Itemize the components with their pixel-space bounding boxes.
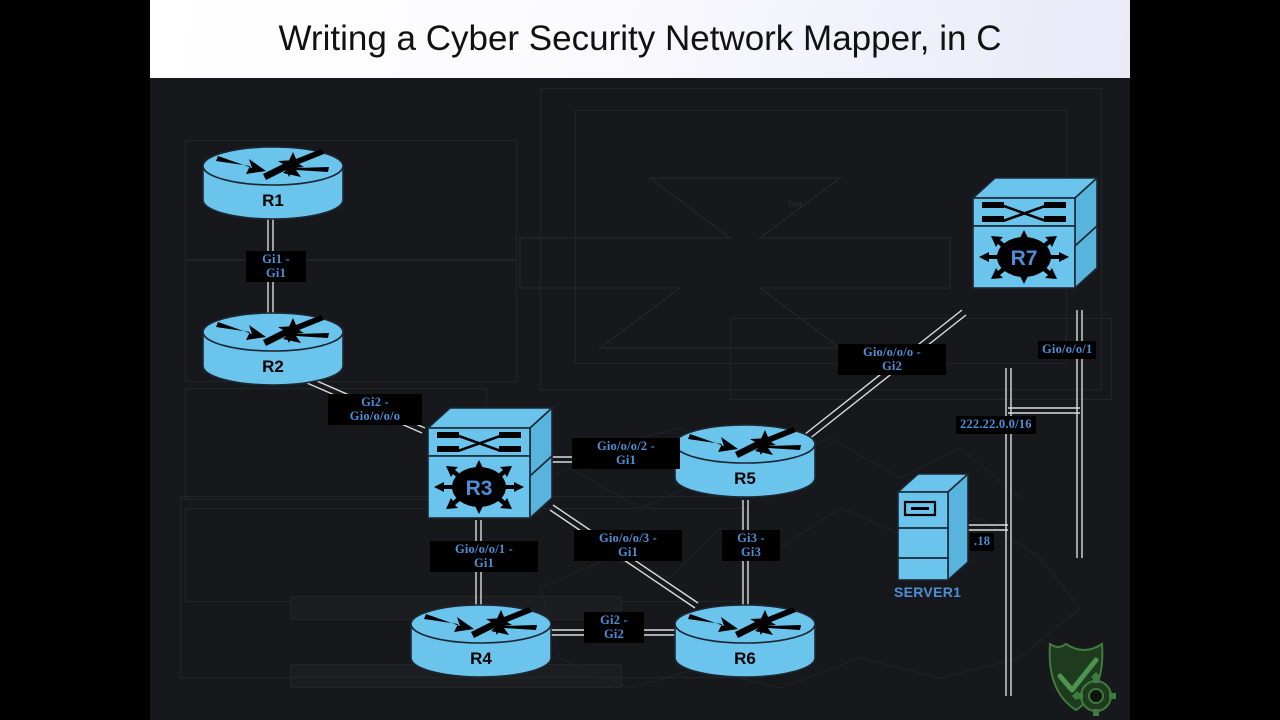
node-R5-label: R5 [734,469,756,488]
edge-label-r3-r4: Gio/o/o/1 - Gi1 [430,541,538,572]
node-R7[interactable]: R7 [955,160,1103,300]
page-title: Writing a Cyber Security Network Mapper,… [278,19,1002,58]
slide-title-bar: Writing a Cyber Security Network Mapper,… [150,0,1130,78]
edge-label-r1-r2: Gi1 - Gi1 [246,251,306,282]
edge-label-server-ip: .18 [970,533,995,551]
node-R3-label: R3 [466,477,493,500]
watermark-text: Text [787,200,802,209]
letterbox-left [0,0,150,720]
edge-label-r4-r6: Gi2 - Gi2 [584,612,644,643]
edge-label-r5-r6: Gi3 - Gi3 [722,530,780,561]
node-SERVER1-label: SERVER1 [894,584,962,600]
node-R5[interactable]: R5 [672,422,818,500]
node-SERVER1[interactable]: SERVER1 [892,466,974,600]
edge-label-r2-r3: Gi2 - Gio/o/o/o [328,394,422,425]
node-R1-label: R1 [262,191,284,210]
edge-label-r5-r7: Gio/o/o/o - Gi2 [838,344,946,375]
edge-label-r3-r6: Gio/o/o/3 - Gi1 [574,530,682,561]
node-R7-label: R7 [1011,247,1038,270]
node-R1[interactable]: R1 [200,144,346,222]
node-R4-label: R4 [470,649,492,668]
shield-check-gear-logo [1048,642,1116,716]
edge-label-subnet: 222.22.0.0/16 [956,416,1036,434]
node-R3[interactable]: R3 [410,394,558,526]
node-R6[interactable]: R6 [672,602,818,680]
node-R2[interactable]: R2 [200,310,346,388]
edge-label-r7-bus: Gio/o/o/1 [1038,341,1097,359]
node-R6-label: R6 [734,649,756,668]
edge-label-r3-r5: Gio/o/o/2 - Gi1 [572,438,680,469]
node-R2-label: R2 [262,357,284,376]
node-R4[interactable]: R4 [408,602,554,680]
network-diagram-canvas: Text [150,78,1130,720]
letterbox-right [1130,0,1280,720]
